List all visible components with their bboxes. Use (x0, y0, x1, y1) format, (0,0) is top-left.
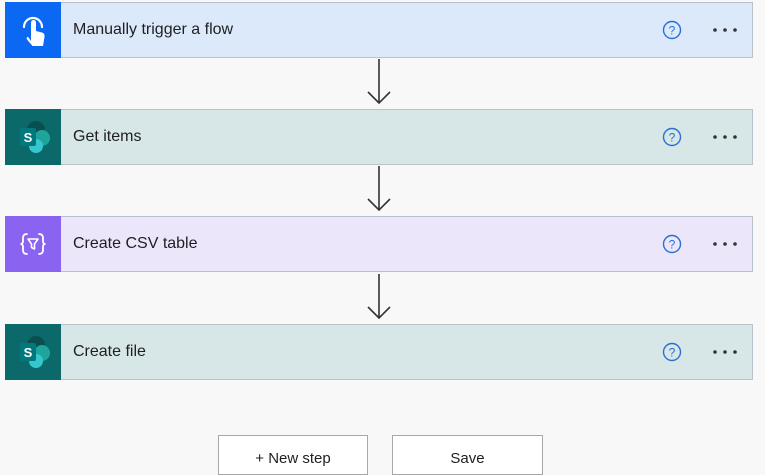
flow-step-create-file[interactable]: S Create file ? (5, 323, 753, 380)
step-title: Manually trigger a flow (73, 21, 234, 38)
more-options-icon[interactable] (712, 127, 738, 147)
connector-arrow (367, 274, 391, 320)
touch-hand-icon (5, 1, 61, 58)
connector-arrow (367, 59, 391, 105)
help-icon[interactable]: ? (662, 127, 682, 147)
svg-text:S: S (24, 130, 33, 145)
save-button[interactable]: Save (392, 435, 543, 475)
svg-text:S: S (24, 345, 33, 360)
step-title: Create file (73, 343, 146, 360)
help-icon[interactable]: ? (662, 342, 682, 362)
step-title: Create CSV table (73, 235, 198, 252)
help-icon[interactable]: ? (662, 234, 682, 254)
help-icon[interactable]: ? (662, 20, 682, 40)
new-step-button[interactable]: + New step (218, 435, 368, 475)
data-operation-icon (5, 215, 61, 272)
more-options-icon[interactable] (712, 342, 738, 362)
sharepoint-icon: S (5, 108, 61, 165)
more-options-icon[interactable] (712, 20, 738, 40)
connector-arrow (367, 166, 391, 212)
flow-step-get-items[interactable]: S Get items ? (5, 108, 753, 165)
step-title: Get items (73, 128, 142, 145)
more-options-icon[interactable] (712, 234, 738, 254)
flow-step-trigger[interactable]: Manually trigger a flow ? (5, 1, 753, 58)
svg-text:?: ? (669, 24, 676, 38)
svg-text:?: ? (669, 238, 676, 252)
svg-text:?: ? (669, 131, 676, 145)
svg-text:?: ? (669, 346, 676, 360)
sharepoint-icon: S (5, 323, 61, 380)
flow-step-create-csv-table[interactable]: Create CSV table ? (5, 215, 753, 272)
